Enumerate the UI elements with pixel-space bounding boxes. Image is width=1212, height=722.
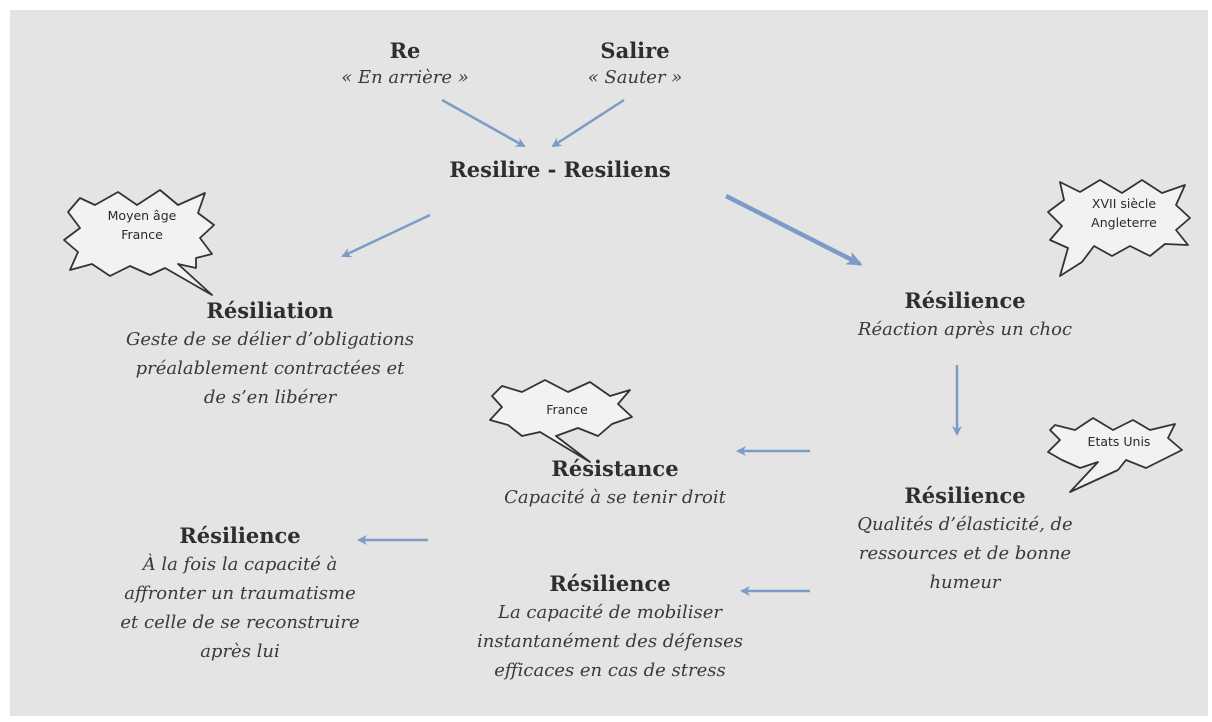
node-resilience-trauma: Résilience À la fois la capacité à affro… [100, 523, 380, 666]
bubble-france-shape [489, 379, 633, 463]
node-salire: Salire « Sauter » [560, 38, 710, 92]
node-resilience-trauma-line1: À la fois la capacité à [142, 554, 338, 575]
node-resiliation-title: Résiliation [206, 298, 334, 323]
node-resilience-choc-title: Résilience [904, 288, 1026, 313]
bubble-moyen-age-shape [63, 189, 215, 296]
node-resilience-usa-title: Résilience [904, 483, 1026, 508]
bubble-xvii: XVII siècle Angleterre [1062, 194, 1186, 232]
node-resilience-stress-line2: instantanément des défenses [477, 631, 743, 652]
node-resilience-trauma-line4: après lui [200, 641, 280, 662]
bubble-etats-unis-line1: Etats Unis [1087, 434, 1151, 449]
arrow-re-to-root [441, 98, 526, 148]
node-re-title: Re [389, 38, 421, 63]
node-resilience-stress-line1: La capacité de mobiliser [497, 602, 722, 623]
node-resiliation: Résiliation Geste de se délier d’obligat… [110, 298, 430, 412]
node-resilience-stress-title: Résilience [549, 571, 671, 596]
node-resistance-title: Résistance [551, 456, 679, 481]
node-resiliation-line2: préalablement contractées et [135, 358, 405, 379]
node-re-meaning: « En arrière » [341, 67, 469, 88]
node-resilience-stress: Résilience La capacité de mobiliser inst… [440, 571, 780, 685]
node-salire-title: Salire [600, 38, 670, 63]
node-resilience-usa-line2: ressources et de bonne [858, 543, 1072, 564]
arrow-root-to-resiliation [341, 213, 431, 258]
node-resistance: Résistance Capacité à se tenir droit [470, 456, 760, 512]
node-resilience-trauma-title: Résilience [179, 523, 301, 548]
node-resilience-usa-line3: humeur [929, 572, 1001, 593]
node-resilience-usa-line1: Qualités d’élasticité, de [857, 514, 1073, 535]
node-resiliation-line1: Geste de se délier d’obligations [125, 329, 415, 350]
node-resistance-line1: Capacité à se tenir droit [504, 487, 726, 508]
node-re: Re « En arrière » [330, 38, 480, 92]
bubble-etats-unis: Etats Unis [1058, 432, 1180, 451]
bubble-moyen-age: Moyen âge France [84, 206, 200, 244]
bubble-moyen-age-line2: France [121, 227, 163, 242]
node-resilience-choc-line1: Réaction après un choc [857, 319, 1073, 340]
node-resilience-choc: Résilience Réaction après un choc [820, 288, 1110, 344]
bubble-france-line1: France [546, 402, 588, 417]
arrow-salire-to-root [551, 98, 625, 148]
bubble-france: France [512, 400, 622, 419]
node-resilience-stress-line3: efficaces en cas de stress [494, 660, 726, 681]
node-resilience-trauma-line3: et celle de se reconstruire [120, 612, 360, 633]
diagram-background [10, 10, 1208, 716]
bubble-etats-unis-shape [1047, 417, 1183, 493]
bubble-xvii-line2: Angleterre [1091, 215, 1157, 230]
node-root: Resilire - Resiliens [449, 157, 671, 182]
bubble-moyen-age-line1: Moyen âge [107, 208, 177, 223]
node-resiliation-line3: de s’en libérer [203, 387, 337, 408]
arrow-root-to-resilience [724, 193, 863, 267]
bubble-xvii-line1: XVII siècle [1091, 196, 1157, 211]
node-resilience-usa: Résilience Qualités d’élasticité, de res… [820, 483, 1110, 597]
node-resilience-trauma-line2: affronter un traumatisme [124, 583, 356, 604]
bubble-xvii-shape [1047, 179, 1191, 277]
node-salire-meaning: « Sauter » [587, 67, 683, 88]
